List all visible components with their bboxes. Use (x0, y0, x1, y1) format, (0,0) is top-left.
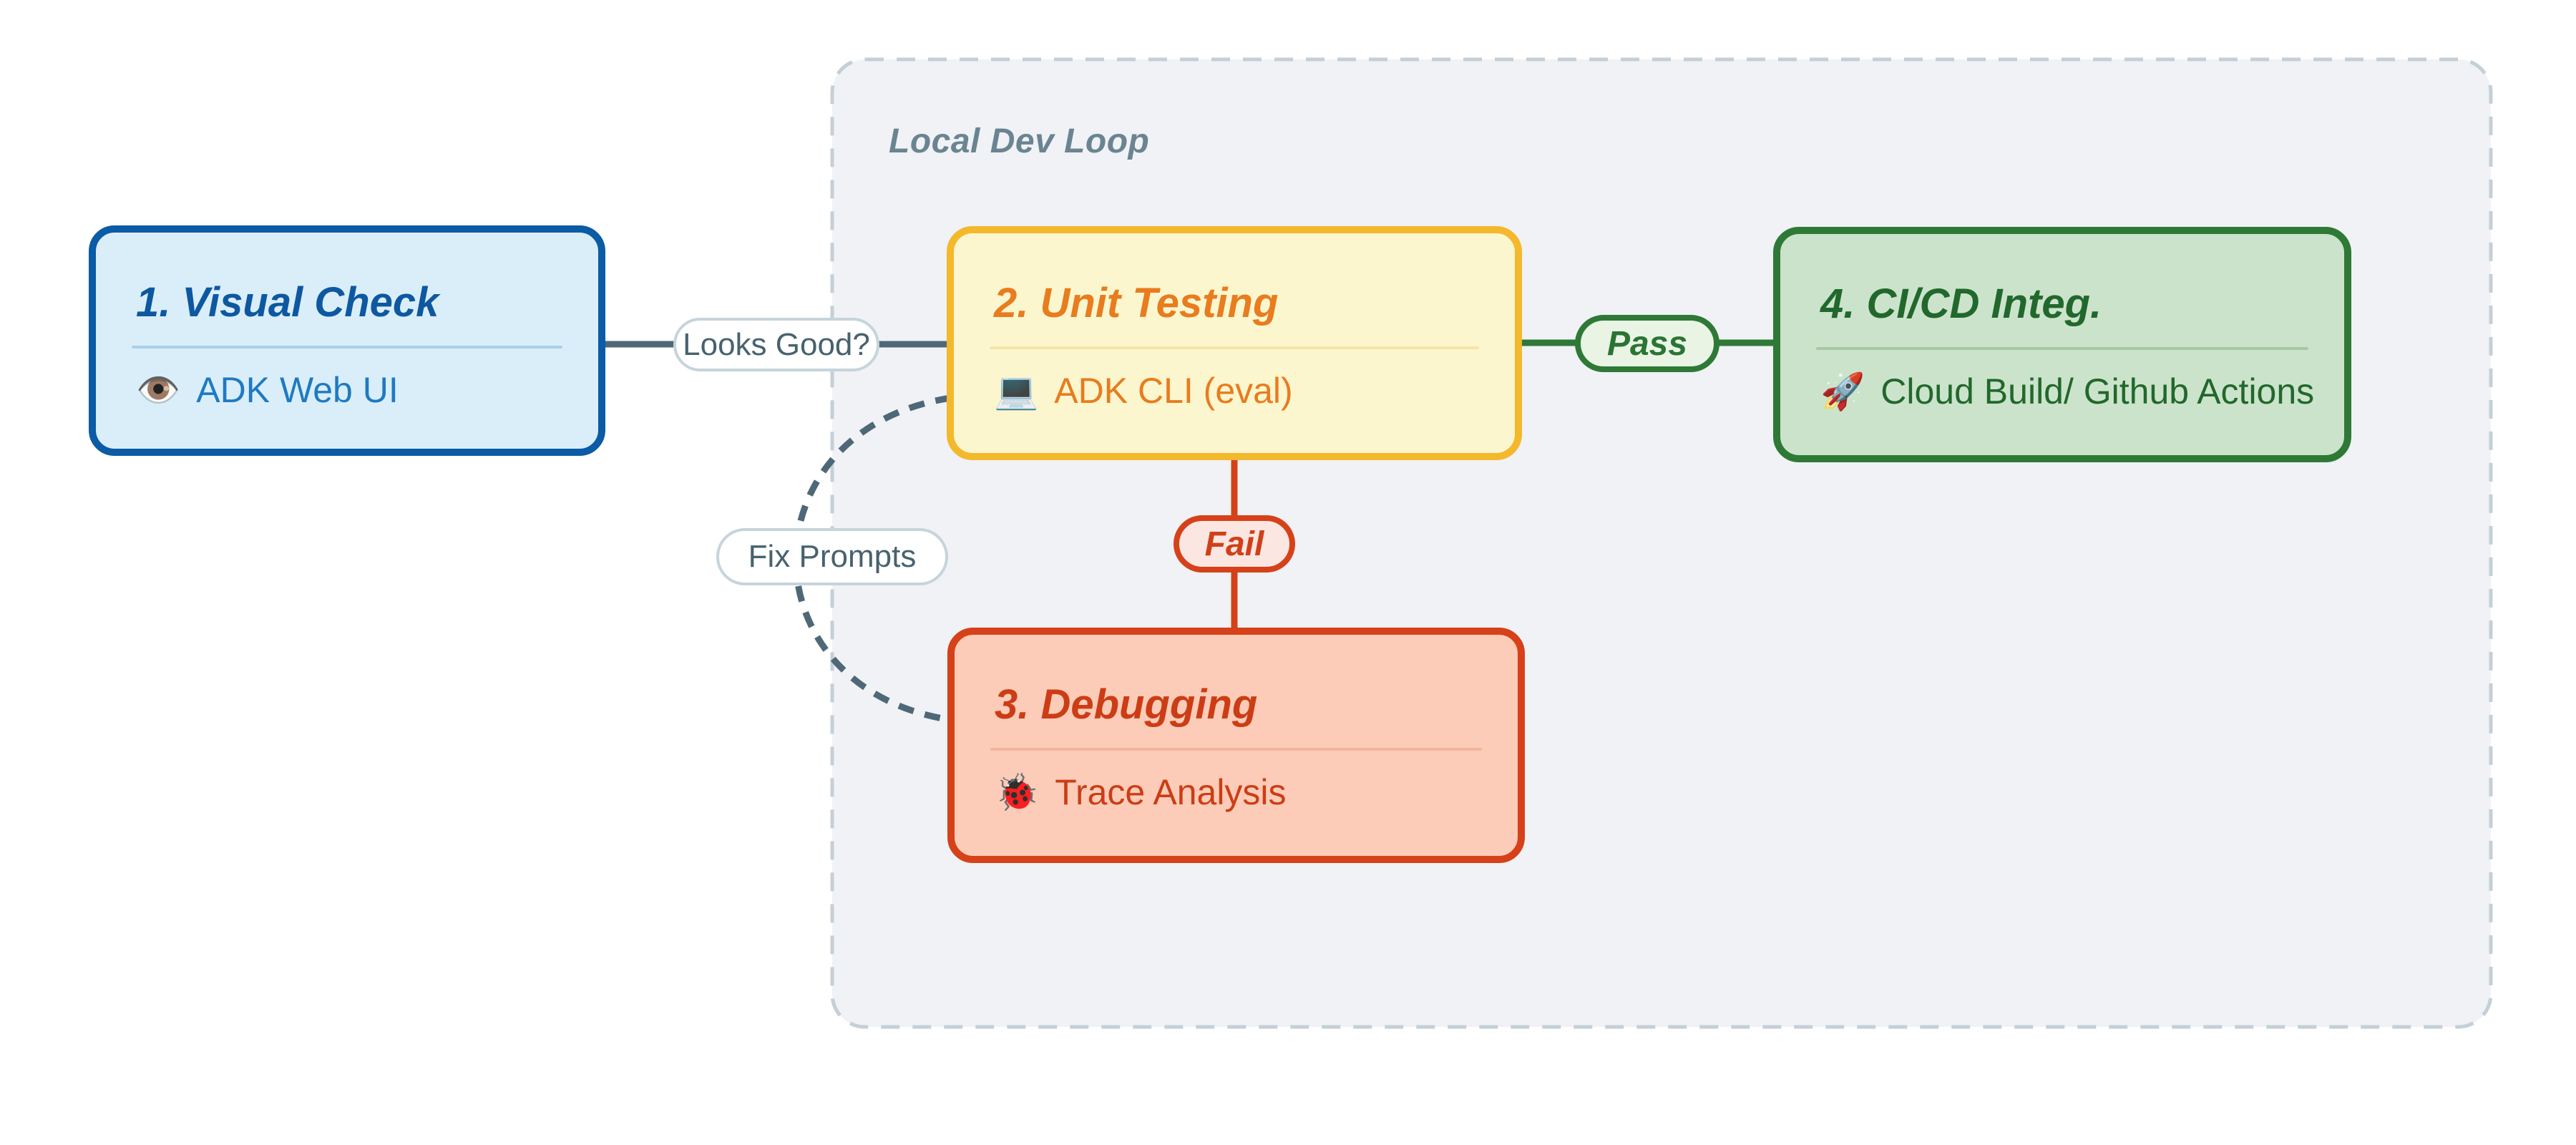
node-body-text: Trace Analysis (1055, 772, 1287, 812)
node-body-text: ADK Web UI (196, 370, 399, 410)
edge-label-looks-good: Looks Good? (673, 318, 879, 371)
node-divider (1816, 347, 2308, 350)
node-body-text: ADK CLI (eval) (1054, 371, 1293, 411)
node-title: 4. CI/CD Integ. (1820, 281, 2102, 327)
rocket-icon: 🚀 (1820, 371, 1865, 411)
node-unit-testing: 2. Unit Testing 💻 ADK CLI (eval) (947, 226, 1522, 460)
node-title: 3. Debugging (995, 681, 1258, 728)
node-body: 💻 ADK CLI (eval) (994, 368, 1493, 414)
laptop-icon: 💻 (994, 371, 1039, 411)
node-divider (990, 346, 1479, 349)
node-cicd-integ: 4. CI/CD Integ. 🚀 Cloud Build/ Github Ac… (1773, 227, 2351, 462)
cluster-label-local-dev-loop: Local Dev Loop (889, 122, 1150, 160)
node-title: 1. Visual Check (136, 279, 439, 326)
node-visual-check: 1. Visual Check 👁️ ADK Web UI (89, 225, 605, 456)
edge-label-fail: Fail (1174, 515, 1295, 572)
node-body: 🐞 Trace Analysis (995, 769, 1496, 815)
ladybug-icon: 🐞 (995, 772, 1040, 812)
edge-fix-prompts-line (792, 394, 952, 723)
node-debugging: 3. Debugging 🐞 Trace Analysis (947, 628, 1525, 863)
node-divider (990, 748, 1482, 751)
node-title: 2. Unit Testing (994, 280, 1279, 326)
local-dev-loop-cluster (830, 57, 2493, 1029)
eye-icon: 👁️ (136, 370, 181, 410)
edge-label-fix-prompts: Fix Prompts (716, 528, 948, 585)
node-divider (132, 346, 562, 349)
edge-label-pass: Pass (1575, 315, 1719, 372)
node-body: 👁️ ADK Web UI (136, 367, 577, 413)
node-body-text: Cloud Build/ Github Actions (1880, 371, 2315, 411)
node-body: 🚀 Cloud Build/ Github Actions (1820, 369, 2323, 414)
